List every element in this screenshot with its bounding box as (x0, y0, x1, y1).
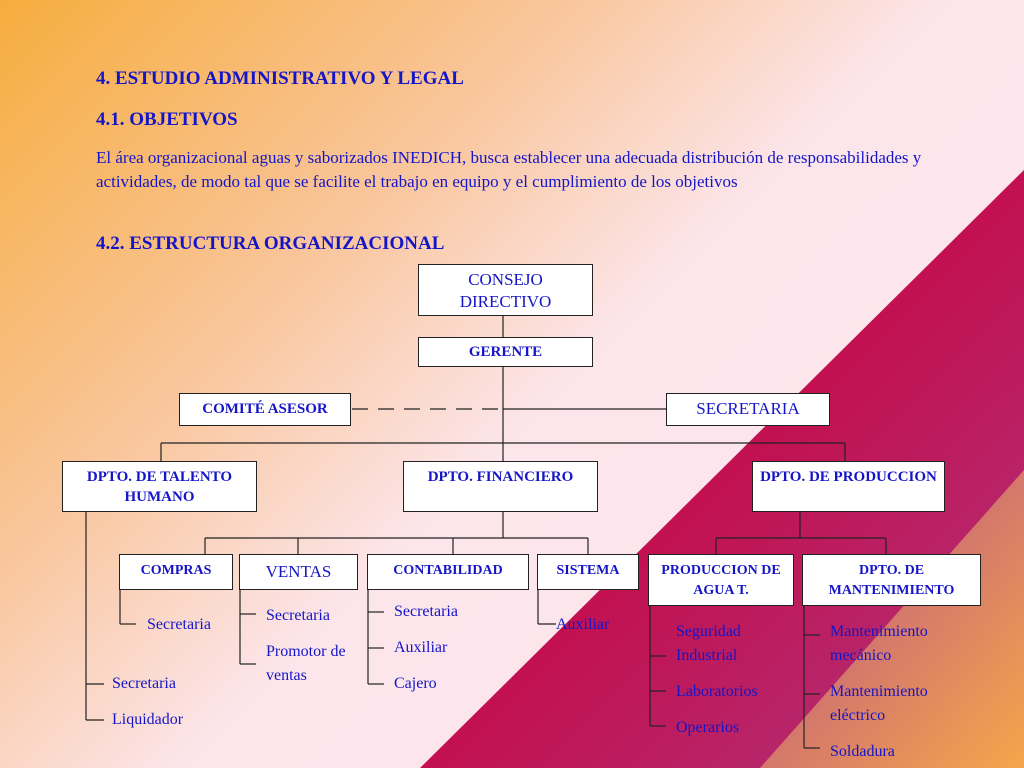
leaf-ventas-promotor: Promotor de ventas (266, 643, 346, 684)
objetivos-paragraph: El área organizacional aguas y saborizad… (96, 148, 922, 191)
leaf-talento-secretaria: Secretaria (112, 675, 176, 692)
leaf-produccion-laboratorios: Laboratorios (676, 683, 758, 700)
leaf-sistema-auxiliar: Auxiliar (556, 616, 610, 633)
box-gerente: GERENTE (418, 337, 593, 367)
box-consejo-directivo: CONSEJO DIRECTIVO (418, 264, 593, 316)
leaf-mantenimiento-soldadura: Soldadura (830, 743, 895, 760)
leaf-contabilidad-auxiliar: Auxiliar (394, 639, 448, 656)
box-compras: COMPRAS (119, 554, 233, 590)
box-sistema: SISTEMA (537, 554, 639, 590)
leaf-contabilidad-cajero: Cajero (394, 675, 437, 692)
box-ventas: VENTAS (239, 554, 358, 590)
leaf-compras-secretaria: Secretaria (147, 616, 211, 633)
box-secretaria: SECRETARIA (666, 393, 830, 426)
heading-estructura: 4.2. ESTRUCTURA ORGANIZACIONAL (96, 233, 445, 254)
heading-objetivos: 4.1. OBJETIVOS (96, 109, 238, 130)
box-dpto-financiero: DPTO. FINANCIERO (403, 461, 598, 512)
box-dpto-talento-humano: DPTO. DE TALENTO HUMANO (62, 461, 257, 512)
box-dpto-produccion: DPTO. DE PRODUCCION (752, 461, 945, 512)
heading-estudio: 4. ESTUDIO ADMINISTRATIVO Y LEGAL (96, 68, 464, 89)
leaf-talento-liquidador: Liquidador (112, 711, 184, 728)
box-comite-asesor: COMITÉ ASESOR (179, 393, 351, 426)
leaf-produccion-operarios: Operarios (676, 719, 740, 736)
box-produccion-agua: PRODUCCION DE AGUA T. (648, 554, 794, 606)
box-dpto-mantenimiento: DPTO. DE MANTENIMIENTO (802, 554, 981, 606)
leaf-mantenimiento-mecanico: Mantenimiento mecánico (830, 623, 928, 664)
box-contabilidad: CONTABILIDAD (367, 554, 529, 590)
leaf-ventas-secretaria: Secretaria (266, 607, 330, 624)
leaf-mantenimiento-electrico: Mantenimiento eléctrico (830, 683, 928, 724)
leaf-produccion-seguridad: Seguridad Industrial (676, 623, 741, 664)
leaf-contabilidad-secretaria: Secretaria (394, 603, 458, 620)
